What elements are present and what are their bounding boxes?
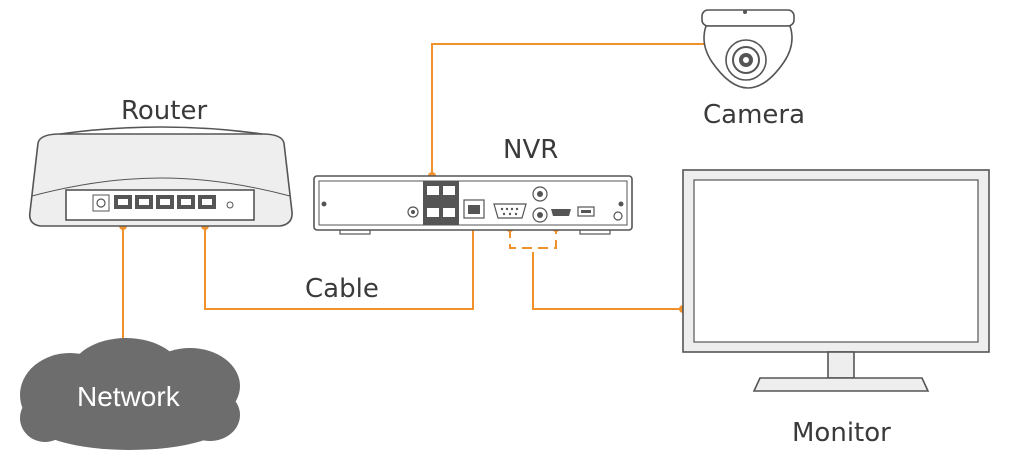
- cable-nvr-monitor: [532, 252, 683, 310]
- camera-label: Camera: [703, 100, 806, 130]
- cable-router-nvr: [204, 226, 474, 310]
- monitor-label: Monitor: [792, 418, 891, 448]
- cable-camera-nvr: [431, 43, 705, 176]
- monitor-icon: [682, 169, 990, 392]
- network-cloud-icon: [20, 338, 240, 450]
- router-label: Router: [121, 96, 208, 126]
- nvr-label: NVR: [503, 135, 559, 165]
- network-label: Network: [77, 381, 180, 412]
- cables: [122, 43, 705, 348]
- dome-camera-icon: [701, 9, 795, 89]
- cable-label: Cable: [305, 274, 379, 304]
- video-bracket: [509, 228, 557, 249]
- nvr-icon: [313, 175, 633, 235]
- router-icon: [28, 126, 293, 227]
